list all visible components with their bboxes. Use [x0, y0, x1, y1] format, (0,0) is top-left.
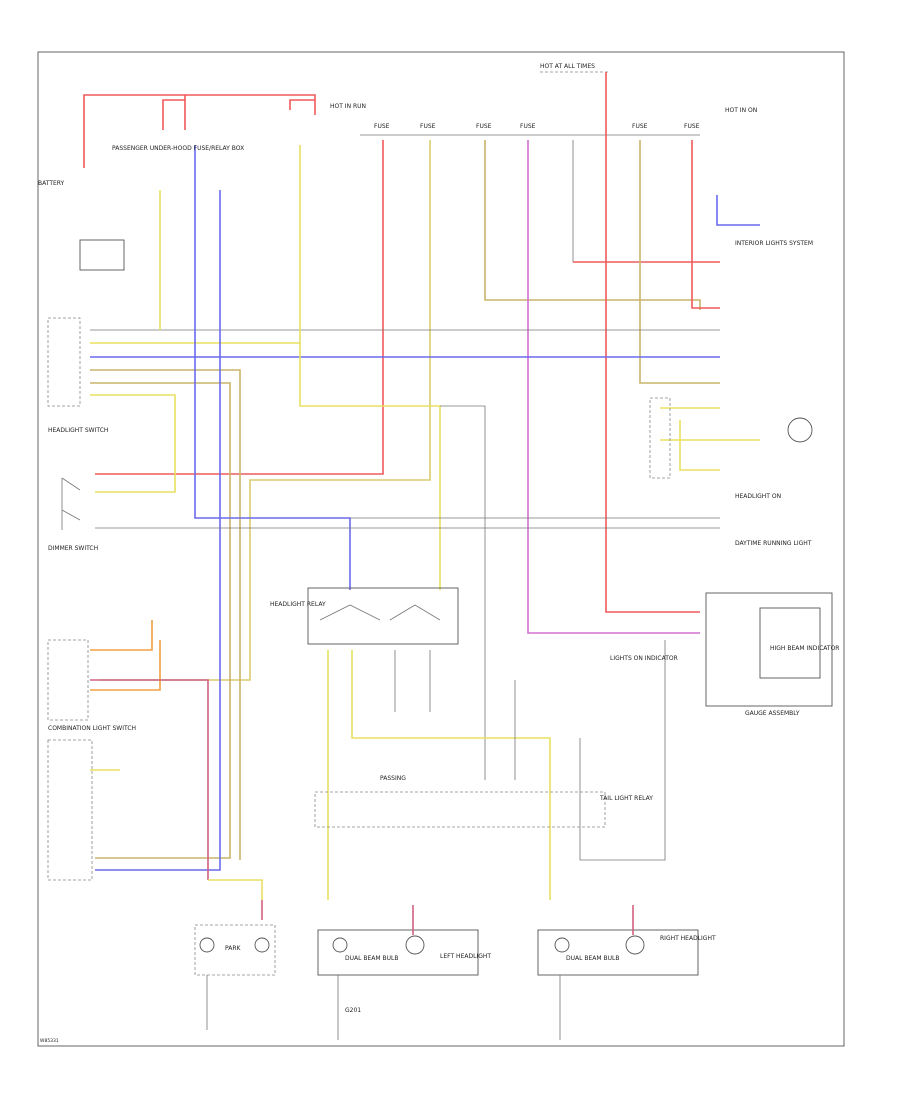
- wire-yellow-r3: [679, 420, 720, 471]
- gauge-assembly-box: [705, 592, 833, 707]
- park-lamp-left-box: [194, 924, 276, 976]
- wire-olive-fuse3: [484, 140, 701, 310]
- page-code: W85331: [40, 1038, 59, 1044]
- park-left-label: PARK: [225, 945, 242, 952]
- gauge-indicator-box: [759, 607, 821, 679]
- wire-red-top-3: [185, 94, 316, 115]
- indicator-lamp-right: [787, 417, 813, 443]
- fuse-label-5: FUSE: [632, 123, 648, 130]
- park-lamp-left-2: [254, 937, 270, 953]
- left-headlight-bulb: [405, 935, 425, 955]
- wire-blue-v2: [95, 190, 221, 871]
- left-headlight-label: LEFT HEADLIGHT: [440, 953, 491, 960]
- wire-gray-v1: [440, 405, 486, 780]
- wire-gray-fuse6: [572, 140, 720, 263]
- right-dual-beam: [554, 937, 570, 953]
- dual-beam-left-label: DUAL BEAM BULB: [345, 955, 398, 962]
- ground-left: [206, 975, 561, 1040]
- right-connector-box: [649, 397, 671, 479]
- wire-blue-v: [194, 145, 351, 590]
- fuse-label-3: FUSE: [476, 123, 492, 130]
- battery-label: BATTERY: [38, 180, 65, 187]
- headlight-relay-label: HEADLIGHT RELAY: [270, 601, 326, 608]
- interior-lights-label: INTERIOR LIGHTS SYSTEM: [735, 240, 813, 247]
- hot-in-run-label: HOT IN RUN: [330, 103, 366, 110]
- wire-olive-h5: [90, 382, 231, 859]
- fuse-label-4: FUSE: [520, 123, 536, 130]
- wire-yellow-bottom-l: [208, 879, 263, 900]
- park-lamp-left: [199, 937, 215, 953]
- headlight-switch-label: HEADLIGHT SWITCH: [48, 427, 108, 434]
- wire-gray-low6: [579, 640, 666, 861]
- dual-beam-right-label: DUAL BEAM BULB: [566, 955, 619, 962]
- relay-internal: [319, 604, 441, 621]
- wire-blue-right: [716, 195, 760, 226]
- lights-on-indicator-label: LIGHTS ON INDICATOR: [610, 655, 678, 662]
- gauge-assembly-label: GAUGE ASSEMBLY: [745, 710, 800, 717]
- headlight-switch-lower: [47, 739, 93, 881]
- wire-yellow-v1: [299, 145, 441, 590]
- wire-olive-fuse7: [639, 140, 720, 384]
- daytime-running-label: DAYTIME RUNNING LIGHT: [735, 540, 812, 547]
- battery-symbol: [79, 239, 125, 271]
- switch-connector: [47, 317, 81, 407]
- diagram-frame: [37, 51, 845, 1047]
- headlight-relay-box: [307, 587, 459, 645]
- lower-fuse-box: [314, 791, 606, 828]
- combination-switch-label: COMBINATION LIGHT SWITCH: [48, 725, 136, 732]
- wire-yellow-h6: [90, 394, 176, 493]
- wire-pink-fuse4: [527, 140, 700, 634]
- wire-red-fuse5: [605, 72, 700, 613]
- fuse-label-2: FUSE: [420, 123, 436, 130]
- wire-orange: [90, 620, 153, 651]
- wire-olive-h4: [90, 369, 241, 860]
- right-headlight-label: RIGHT HEADLIGHT: [660, 935, 716, 942]
- fuse-label-6: FUSE: [684, 123, 700, 130]
- hot-in-on-label: HOT IN ON: [725, 107, 757, 114]
- passenger-underhood-label: PASSENGER UNDER-HOOD FUSE/RELAY BOX: [112, 145, 244, 152]
- wire-red-fuse1: [95, 140, 384, 475]
- wire-yellow-low2: [351, 650, 551, 900]
- fuse-label-1: FUSE: [374, 123, 390, 130]
- wire-orange-2: [90, 640, 161, 691]
- combination-switch-box: [47, 639, 89, 721]
- wire-red-top-2: [162, 99, 185, 130]
- dimmer-switch-contacts: [61, 477, 81, 530]
- hot-at-all-times-label: HOT AT ALL TIMES: [540, 63, 595, 70]
- wire-olive-fuse2: [100, 140, 431, 681]
- high-beam-indicator-label: HIGH BEAM INDICATOR: [770, 645, 839, 652]
- left-headlight-box: [317, 929, 479, 976]
- left-dual-beam: [332, 937, 348, 953]
- passing-label: PASSING: [380, 775, 406, 782]
- headlight-on-label: HEADLIGHT ON: [735, 493, 781, 500]
- daytime-relay-label: TAIL LIGHT RELAY: [599, 795, 653, 802]
- wire-red-fuse8: [691, 140, 720, 309]
- wire-red-top: [83, 94, 186, 168]
- right-headlight-bulb: [625, 935, 645, 955]
- wire-red-comb: [90, 679, 209, 880]
- wire-red-top-4: [289, 99, 315, 110]
- dimmer-switch-label: DIMMER SWITCH: [48, 545, 98, 552]
- right-headlight-box: [537, 929, 699, 976]
- ground-label: G201: [345, 1007, 361, 1014]
